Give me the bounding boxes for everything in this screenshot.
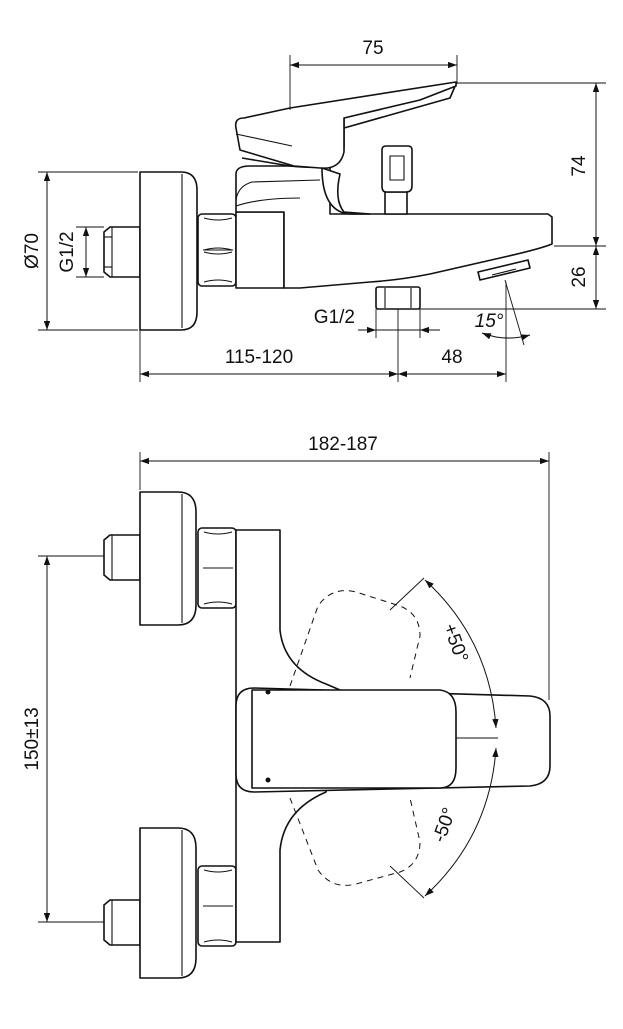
dim-horizontal: 115-120 48 [139, 282, 507, 382]
dim-height: 74 26 [420, 82, 606, 310]
dim-outlet-thread-label: G1/2 [314, 307, 355, 328]
upper-inlet [103, 491, 237, 626]
dim-inlet-spacing: 150±13 [22, 555, 104, 923]
dim-75: 75 [289, 38, 458, 110]
dim-outlet-to-tip-label: 48 [441, 347, 462, 368]
dim-inlet-thread-label: G1/2 [57, 231, 78, 272]
lever-handle-top [235, 687, 551, 793]
wall-rosette [139, 171, 198, 331]
side-view: 75 74 26 Ø70 G1/2 [22, 38, 606, 382]
dim-outlet-thread: G1/2 [314, 307, 440, 338]
top-view: 182-187 [22, 434, 551, 979]
dim-inlet-spacing-label: 150±13 [22, 707, 43, 770]
aerator-outlet [477, 259, 531, 281]
lower-inlet [103, 827, 237, 979]
dim-total-depth: 182-187 [139, 434, 550, 700]
mixer-body [235, 165, 553, 289]
dim-75-label: 75 [362, 38, 383, 59]
inlet-pipe [103, 226, 141, 278]
dim-diameter: Ø70 [22, 171, 138, 331]
dim-wall-to-outlet-label: 115-120 [225, 347, 293, 368]
diverter-knob [381, 145, 413, 215]
dim-spout-angle-label: 15° [475, 311, 504, 332]
lever-angle-plus-label: +50° [438, 621, 471, 666]
bottom-outlet-fitting [375, 286, 421, 310]
dim-74-label: 74 [569, 155, 590, 177]
dim-inlet-thread: G1/2 [57, 226, 104, 278]
dim-total-depth-label: 182-187 [308, 434, 378, 455]
connector-block [235, 211, 285, 289]
lever-handle [234, 81, 457, 215]
dim-diameter-label: Ø70 [22, 233, 43, 269]
dim-spout-angle: 15° [475, 279, 531, 346]
lever-rotation-ghosts [289, 590, 421, 886]
dim-26-label: 26 [569, 266, 590, 287]
lever-angle-minus-label: -50° [429, 805, 461, 845]
hex-nut [197, 213, 237, 287]
